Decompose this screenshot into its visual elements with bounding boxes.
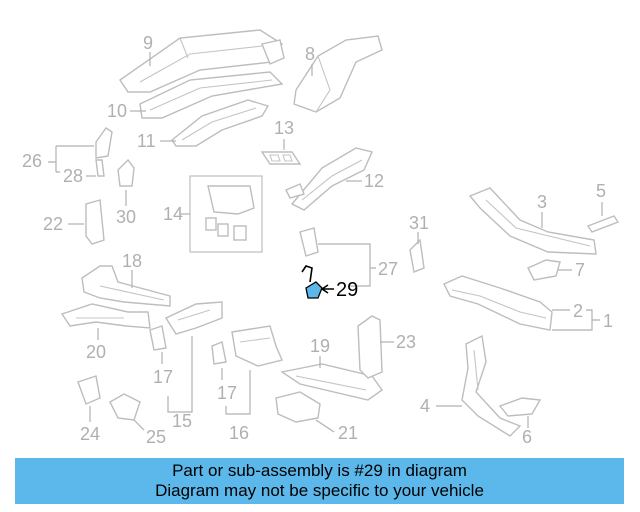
part-20-duct	[60, 303, 151, 329]
part-11-duct	[171, 99, 270, 147]
label-14: 14	[163, 204, 183, 224]
label-10: 10	[107, 101, 127, 121]
part-3-duct	[468, 187, 597, 255]
part-29-highlighted	[301, 265, 323, 299]
part-12-duct	[285, 147, 373, 211]
part-16-duct	[231, 325, 283, 367]
part-9-duct	[119, 29, 285, 93]
part-13-vent	[260, 151, 302, 165]
part-25-vent	[109, 393, 141, 421]
leader-1	[552, 309, 600, 331]
leader-29	[321, 284, 334, 294]
label-23: 23	[396, 332, 416, 352]
label-11: 11	[137, 131, 156, 151]
part-22-panel	[85, 199, 105, 245]
part-7-clip	[527, 259, 561, 281]
banner-line-2: Diagram may not be specific to your vehi…	[155, 481, 484, 500]
label-3: 3	[537, 192, 547, 212]
label-18: 18	[122, 251, 142, 271]
part-26-bracket	[95, 127, 113, 177]
label-5: 5	[596, 181, 606, 201]
part-30-clip	[117, 158, 135, 187]
label-13: 13	[274, 118, 294, 138]
part-17-clip-right	[211, 341, 227, 365]
label-24: 24	[80, 424, 100, 444]
leader-27	[318, 243, 376, 287]
info-banner: Part or sub-assembly is #29 in diagram D…	[15, 458, 624, 504]
part-5-panel	[586, 215, 620, 233]
label-30: 30	[116, 207, 136, 227]
label-9: 9	[143, 33, 153, 53]
part-17-clip-left	[149, 325, 167, 351]
label-28: 28	[63, 166, 83, 186]
leader-21	[315, 419, 335, 433]
part-14-assembly	[189, 175, 263, 253]
label-19: 19	[310, 336, 330, 356]
part-19-duct	[280, 363, 383, 401]
label-16: 16	[229, 423, 249, 443]
label-1: 1	[603, 311, 613, 331]
label-7: 7	[575, 260, 585, 280]
label-31: 31	[409, 213, 429, 233]
label-21: 21	[338, 423, 358, 443]
label-27: 27	[378, 259, 398, 279]
part-24-vent	[77, 375, 101, 405]
label-17-right: 17	[217, 383, 237, 403]
part-31-clip	[409, 238, 425, 273]
label-12: 12	[364, 171, 384, 191]
leader-26	[48, 145, 94, 173]
part-21-duct	[275, 391, 321, 423]
leader-16	[225, 370, 251, 415]
leader-25	[133, 419, 145, 431]
label-2: 2	[573, 301, 583, 321]
part-8-cover	[293, 35, 383, 113]
leader-15	[167, 336, 193, 413]
part-4-duct	[461, 334, 522, 437]
label-26: 26	[22, 151, 42, 171]
label-20: 20	[86, 342, 106, 362]
label-15: 15	[172, 411, 192, 431]
label-25: 25	[146, 427, 166, 447]
part-27-bracket	[299, 227, 319, 257]
part-15-duct	[164, 301, 223, 335]
part-18-duct	[81, 265, 171, 307]
label-22: 22	[43, 214, 63, 234]
part-6-panel	[498, 397, 542, 417]
label-6: 6	[522, 427, 532, 447]
banner-line-1: Part or sub-assembly is #29 in diagram	[172, 461, 467, 480]
label-4: 4	[420, 396, 430, 416]
label-17-left: 17	[153, 367, 173, 387]
part-23-panel	[357, 315, 383, 379]
label-29: 29	[336, 279, 358, 301]
label-8: 8	[305, 44, 315, 64]
part-10-duct	[139, 71, 284, 119]
part-2-duct	[443, 275, 553, 331]
